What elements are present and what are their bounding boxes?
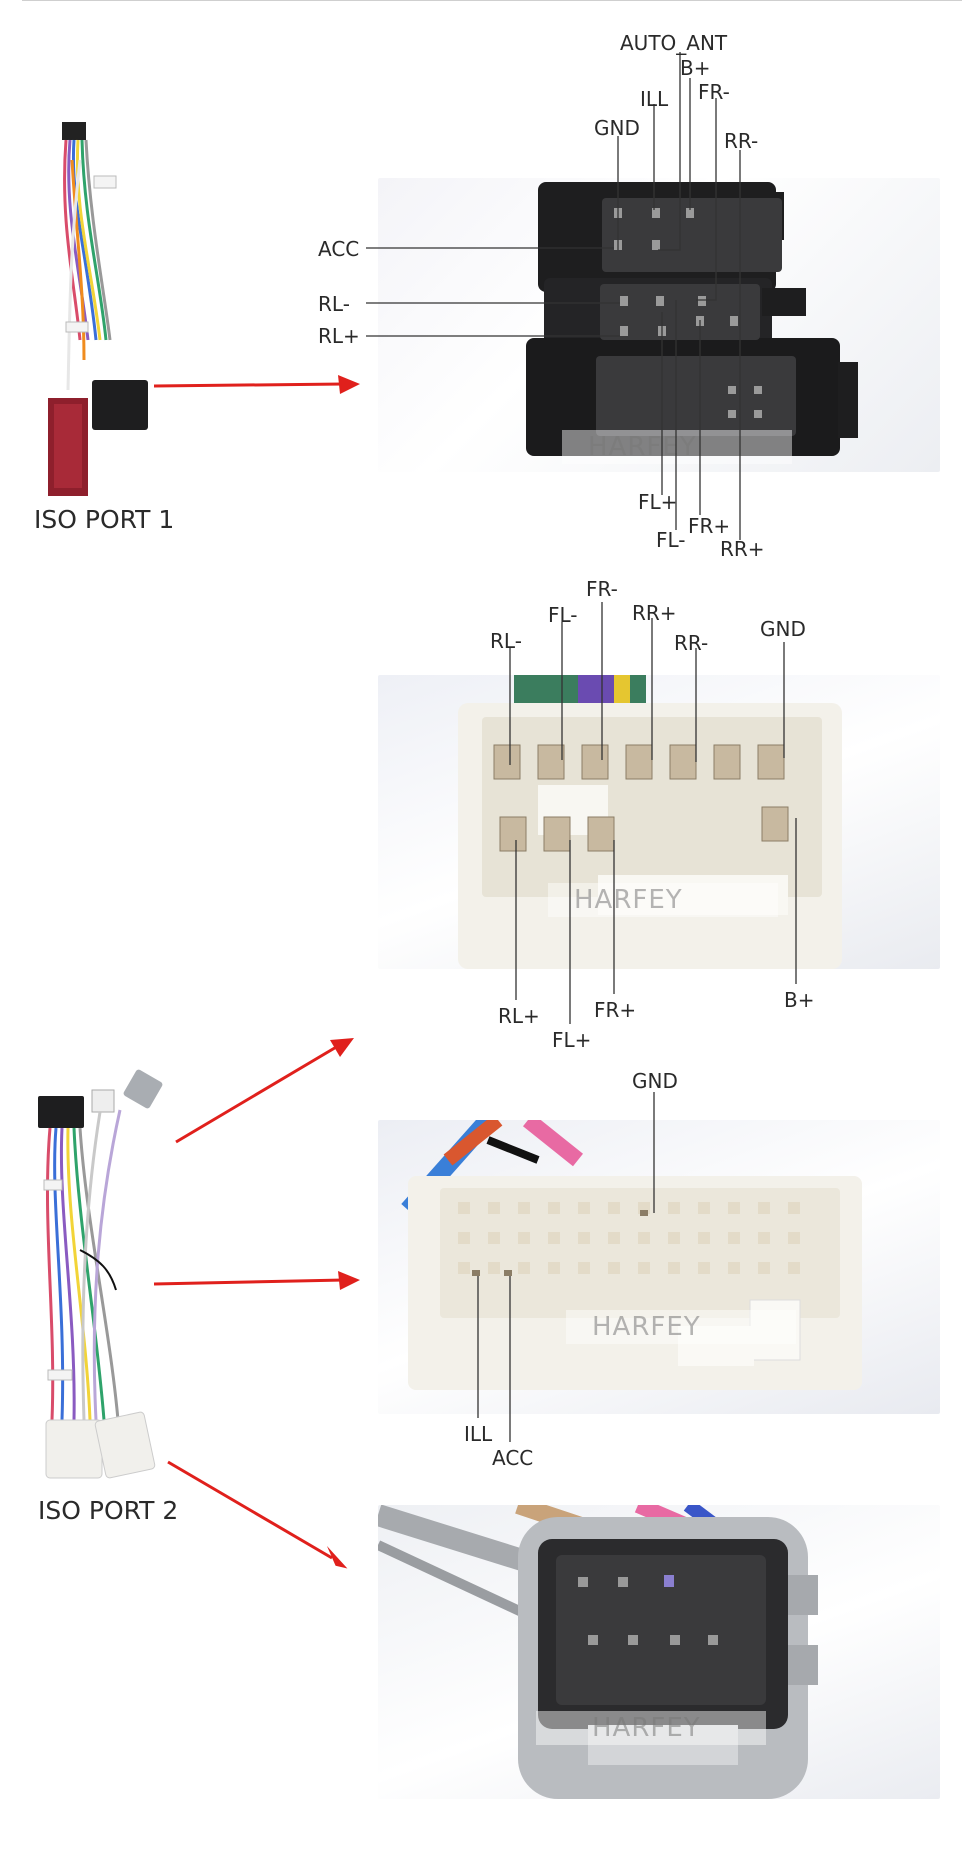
pin-label-c1-fr-plus: FR+ bbox=[688, 514, 730, 538]
arrow-port2-middle bbox=[153, 1271, 360, 1290]
grey-connector bbox=[518, 1517, 818, 1799]
connector-3-photo: HARFEY bbox=[378, 1120, 940, 1414]
pin-label-c1-acc: ACC bbox=[318, 237, 359, 261]
connector-2-photo: HARFEY bbox=[378, 675, 940, 969]
pin-label-c2-fr-minus: FR- bbox=[586, 577, 618, 601]
white-multipin-connector bbox=[408, 1176, 862, 1390]
connector-4-photo: HARFEY bbox=[378, 1505, 940, 1799]
pin-label-c2-rr-minus: RR- bbox=[674, 631, 708, 655]
pin-label-c1-ill: ILL bbox=[640, 87, 669, 111]
arrow-port1 bbox=[153, 375, 360, 394]
pin-label-c2-gnd: GND bbox=[760, 617, 806, 641]
top-divider bbox=[22, 0, 962, 1]
iso-port-2-label: ISO PORT 2 bbox=[38, 1496, 179, 1525]
pin-grid-3 bbox=[458, 1202, 800, 1274]
pin-label-c2-fl-plus: FL+ bbox=[552, 1028, 591, 1052]
pin-label-c1-fr-minus: FR- bbox=[698, 80, 730, 104]
pin-label-c1-auto-ant: AUTO_ANT bbox=[620, 31, 728, 55]
pin-label-c3-ill: ILL bbox=[464, 1422, 493, 1446]
pin-grid-2 bbox=[493, 744, 789, 852]
iso-port-1-label: ISO PORT 1 bbox=[34, 505, 175, 534]
arrow-port2-upper bbox=[175, 1038, 354, 1144]
pin-label-c1-fl-minus: FL- bbox=[656, 528, 686, 552]
pin-label-c2-b-plus: B+ bbox=[784, 988, 814, 1012]
pin-label-c3-acc: ACC bbox=[492, 1446, 533, 1470]
pin-label-c3-gnd: GND bbox=[632, 1069, 678, 1093]
pin-label-c2-rl-plus: RL+ bbox=[498, 1004, 540, 1028]
watermark-4: HARFEY bbox=[592, 1713, 701, 1743]
pin-label-c2-fl-minus: FL- bbox=[548, 603, 578, 627]
pin-label-c1-rl-plus: RL+ bbox=[318, 324, 360, 348]
pin-label-c1-rl-minus: RL- bbox=[318, 292, 350, 316]
pin-label-c2-rl-minus: RL- bbox=[490, 629, 522, 653]
pin-label-c1-gnd: GND bbox=[594, 116, 640, 140]
harness-1-image bbox=[48, 122, 148, 496]
pin-label-c1-rr-plus: RR+ bbox=[720, 537, 765, 561]
pin-label-c2-fr-plus: FR+ bbox=[594, 998, 636, 1022]
watermark-3: HARFEY bbox=[592, 1312, 701, 1342]
connector-1-photo: HARFEY bbox=[378, 178, 940, 472]
watermark-1: HARFEY bbox=[588, 432, 697, 462]
pin-label-c1-fl-plus: FL+ bbox=[638, 490, 677, 514]
harness-2-image bbox=[38, 1069, 163, 1479]
watermark-2: HARFEY bbox=[574, 885, 683, 915]
pin-label-c1-b-plus: B+ bbox=[680, 56, 710, 80]
pin-label-c1-rr-minus: RR- bbox=[724, 129, 758, 153]
pin-label-c2-rr-plus: RR+ bbox=[632, 601, 677, 625]
